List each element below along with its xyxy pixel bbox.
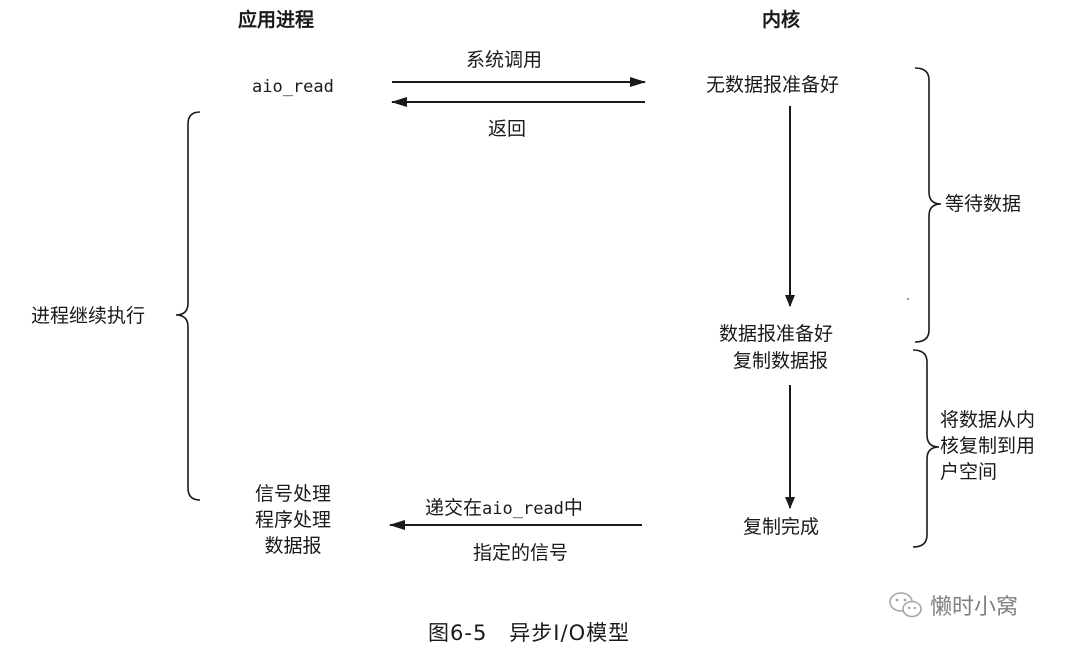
signal-deliver-code: aio_read xyxy=(482,499,564,519)
return-label: 返回 xyxy=(488,118,527,140)
signal-handler-line-3: 数据报 xyxy=(264,535,322,557)
signal-handler-label: 信号处理 程序处理 数据报 xyxy=(243,481,343,559)
aio-read-call: aio_read xyxy=(252,77,334,97)
signal-handler-line-1: 信号处理 xyxy=(254,483,331,505)
app-process-heading: 应用进程 xyxy=(238,9,315,31)
copy-phase-line-1: 将数据从内 xyxy=(940,409,1036,431)
signal-deliver-label: 递交在aio_read中 xyxy=(425,495,583,522)
continue-brace xyxy=(175,111,201,501)
scan-dot xyxy=(907,298,909,300)
wechat-icon xyxy=(889,592,922,618)
signal-deliver-prefix: 递交在 xyxy=(425,497,483,519)
kernel-copy-data: 复制数据报 xyxy=(733,350,829,372)
kernel-data-ready: 数据报准备好 xyxy=(719,323,834,345)
kernel-copy-done: 复制完成 xyxy=(743,516,820,538)
signal-deliver-suffix: 中 xyxy=(563,497,583,519)
figure-caption: 图6-5 异步I/O模型 xyxy=(428,621,631,645)
watermark-text: 懒时小窝 xyxy=(930,595,1019,620)
process-continue-label: 进程继续执行 xyxy=(31,305,146,327)
signal-handler-line-2: 程序处理 xyxy=(254,509,331,531)
wait-brace xyxy=(914,67,942,343)
kernel-heading: 内核 xyxy=(762,9,801,31)
watermark: 懒时小窝 xyxy=(888,585,1018,625)
wait-phase-label: 等待数据 xyxy=(945,193,1022,215)
copy-phase-label: 将数据从内 核复制到用 户空间 xyxy=(940,407,1035,485)
signal-specified-label: 指定的信号 xyxy=(473,542,569,564)
kernel-no-data: 无数据报准备好 xyxy=(706,74,840,96)
syscall-label: 系统调用 xyxy=(466,49,543,71)
copy-phase-line-3: 户空间 xyxy=(940,461,998,483)
copy-phase-line-2: 核复制到用 xyxy=(940,435,1036,457)
copy-brace xyxy=(912,349,940,548)
